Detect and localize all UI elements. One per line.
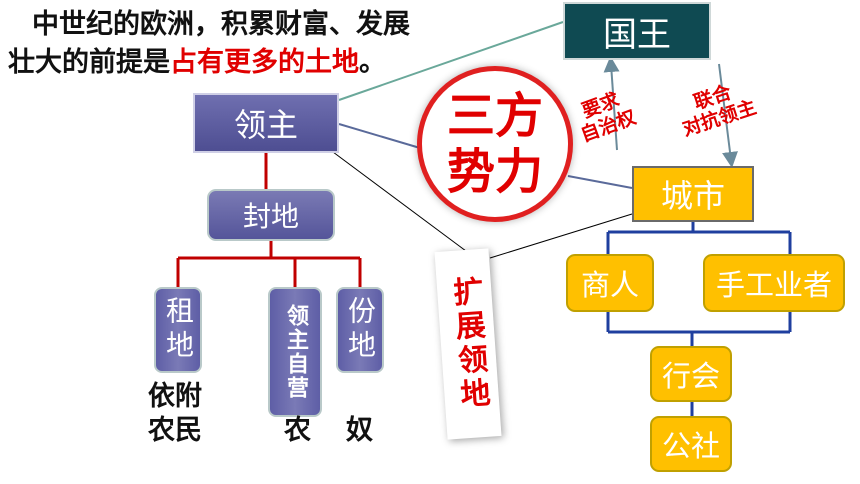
guild-node: 行会 xyxy=(650,346,732,402)
commune-node: 公社 xyxy=(650,416,732,472)
dependent-line-1: 依附 xyxy=(148,381,202,412)
three-forces-circle: 三方势力 xyxy=(417,66,573,222)
arrow-city-to-king xyxy=(603,56,620,151)
intro-line-1: 中世纪的欧洲，积累财富、发展 xyxy=(32,9,410,40)
intro-line-2-suffix: 。 xyxy=(359,47,386,78)
rent-land-node: 租地 xyxy=(154,287,202,373)
serf-label-1: 农 xyxy=(284,415,311,446)
dependent-line-2: 农民 xyxy=(148,415,202,446)
intro-highlight: 占有更多的土地 xyxy=(170,47,359,78)
craftsman-node: 手工业者 xyxy=(703,254,845,312)
serf-label-2: 奴 xyxy=(346,415,373,446)
lord-city-thin-line xyxy=(332,151,471,255)
intro-text: 中世纪的欧洲，积累财富、发展 壮大的前提是占有更多的土地。 xyxy=(8,6,518,82)
intro-line-2-prefix: 壮大的前提是 xyxy=(8,47,170,78)
lord-node: 领主 xyxy=(193,93,339,153)
merchant-node: 商人 xyxy=(566,254,654,312)
circle-city-line xyxy=(567,175,633,189)
lord-circle-line xyxy=(338,123,421,149)
king-node: 国王 xyxy=(563,2,711,60)
lord-king-line xyxy=(338,21,564,101)
lord-city-thin-line-2 xyxy=(489,213,633,259)
fief-node: 封地 xyxy=(207,189,335,241)
arrow-king-to-city xyxy=(718,63,738,168)
demesne-node: 领主自营 xyxy=(268,287,322,417)
three-forces-label: 三方势力 xyxy=(446,88,543,200)
intro-line-2: 壮大的前提是占有更多的土地。 xyxy=(8,44,518,82)
city-node: 城市 xyxy=(632,166,754,222)
dependent-peasants-label: 依附 农民 xyxy=(148,380,202,448)
share-land-node: 份地 xyxy=(336,287,384,373)
